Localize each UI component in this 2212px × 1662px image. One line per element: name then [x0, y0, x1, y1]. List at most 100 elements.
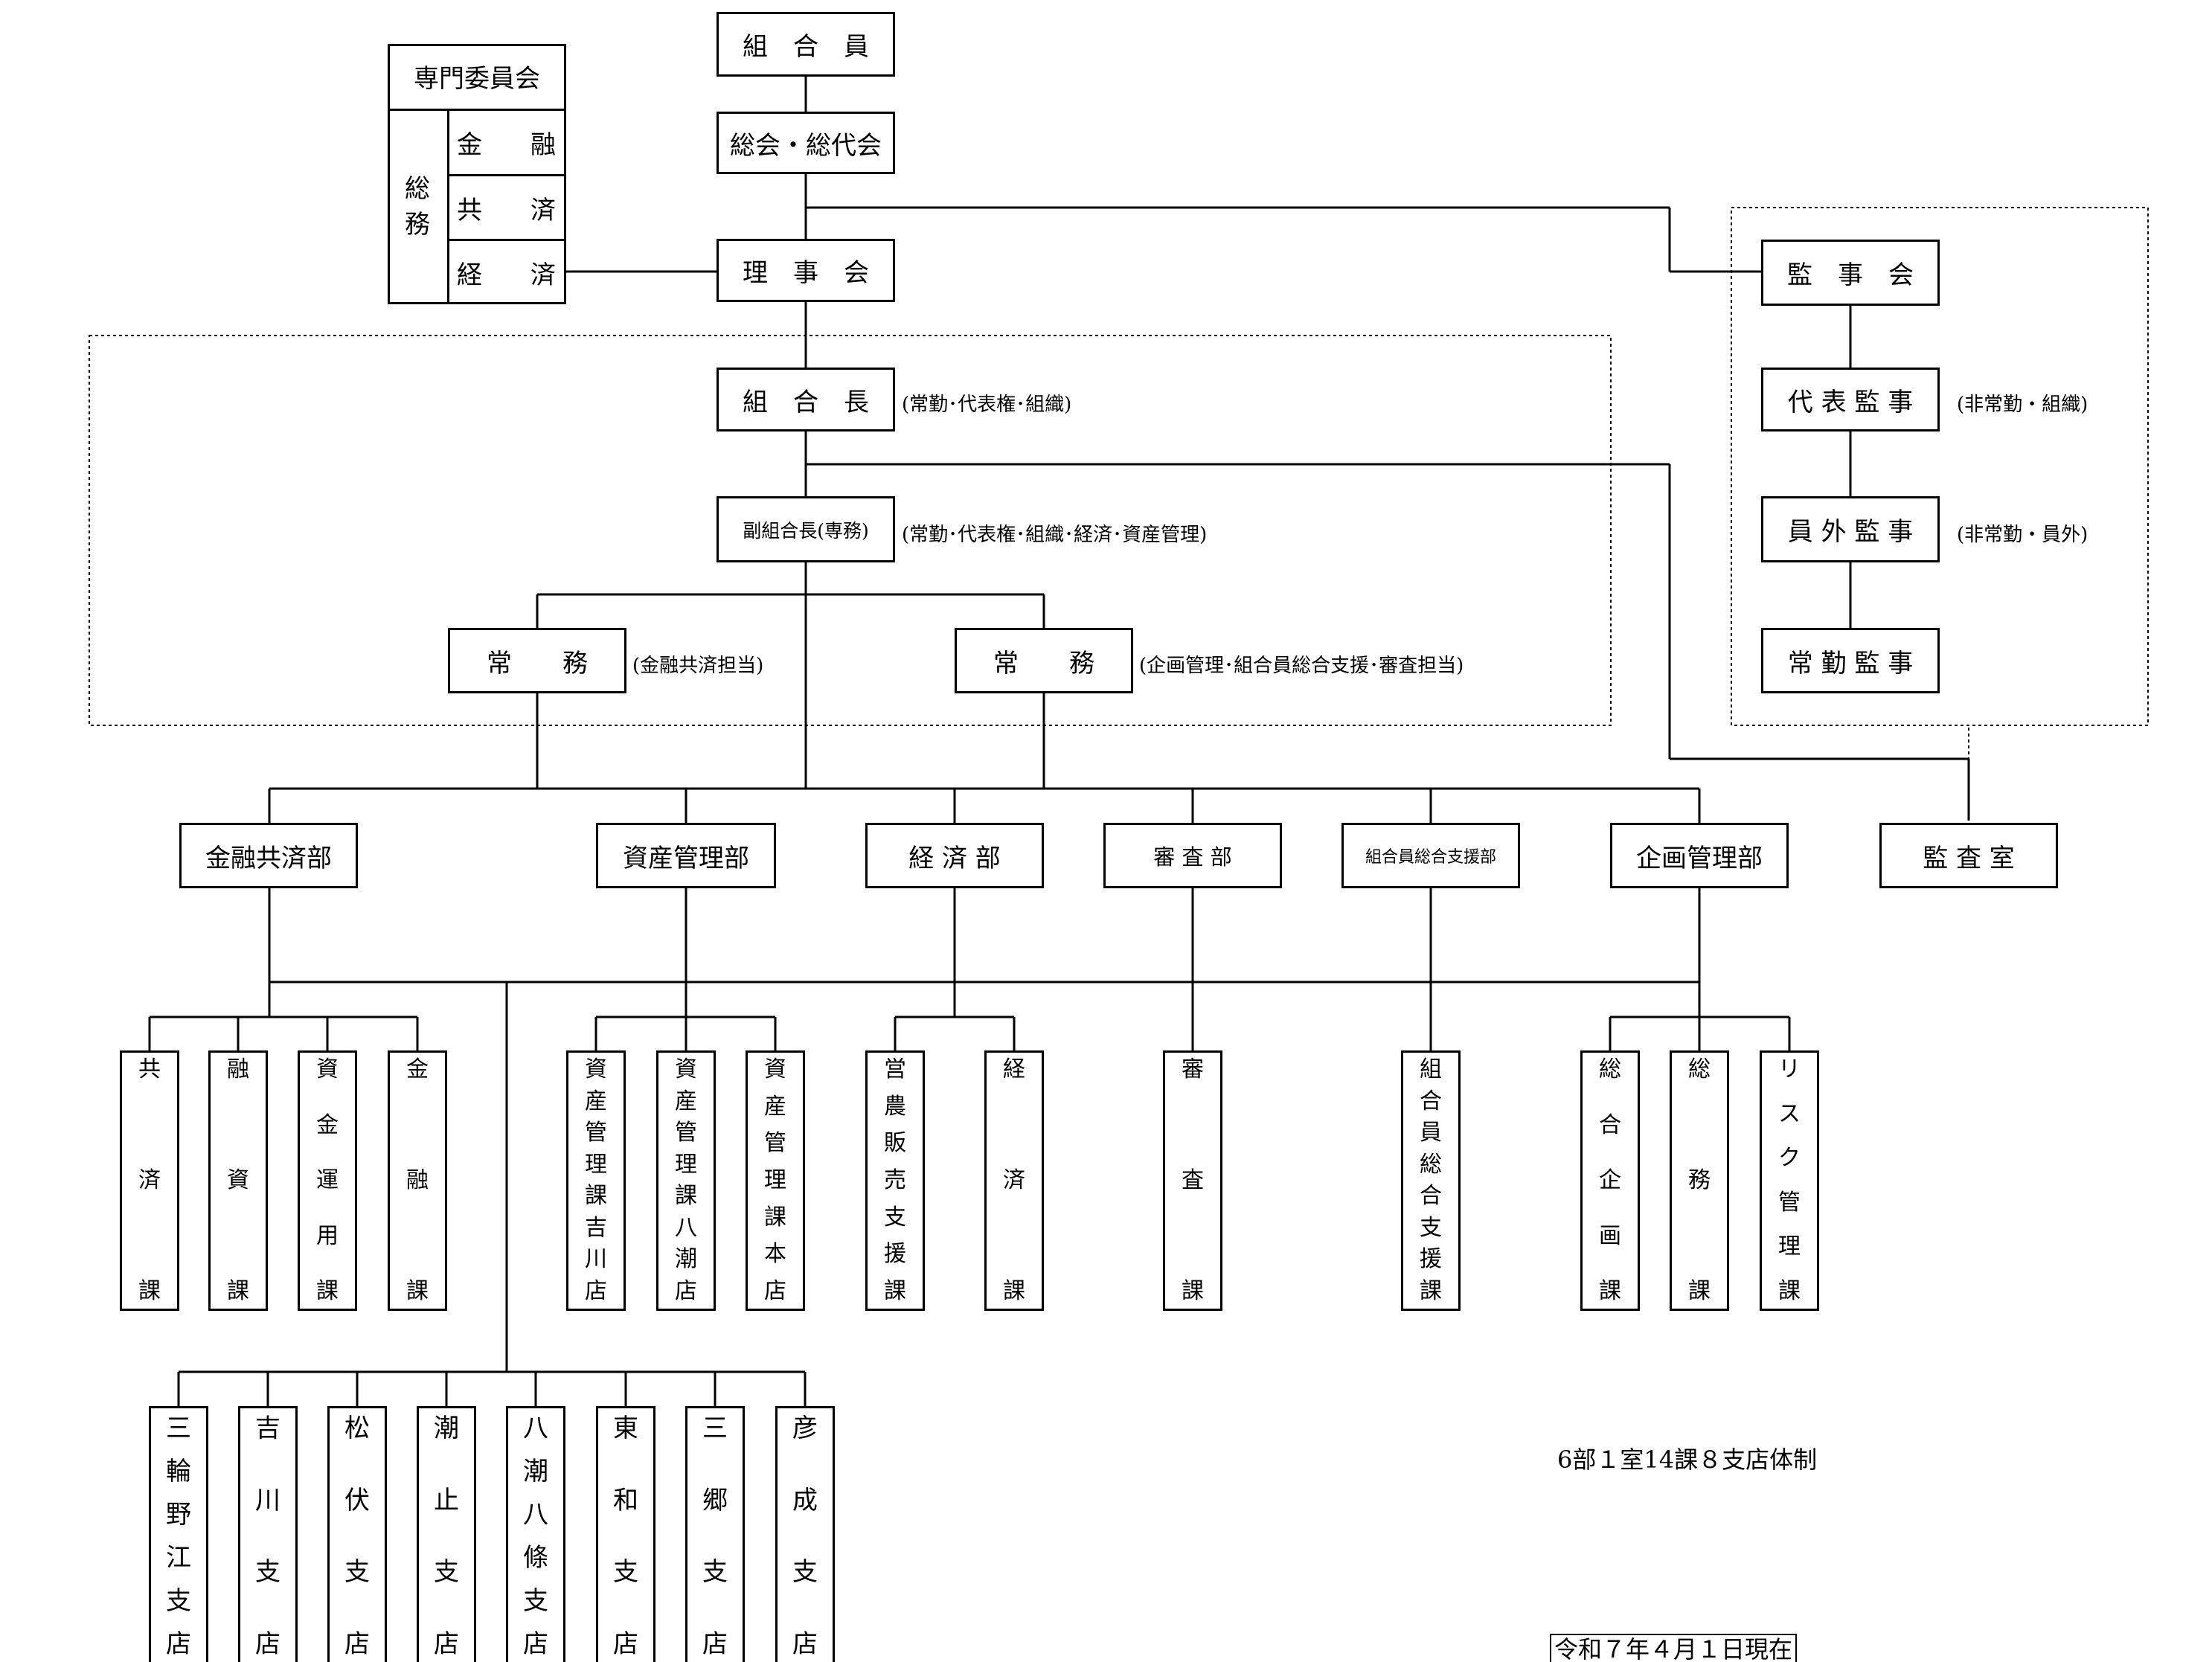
section-char: ス: [1778, 1100, 1801, 1127]
section-box: 融資課: [208, 1050, 268, 1311]
section-char: 管: [585, 1120, 607, 1146]
section-char: 課: [316, 1278, 339, 1304]
rep-auditor-box: 代 表 監 事: [1761, 368, 1940, 431]
dept-review: 審 査 部: [1103, 823, 1282, 888]
section-char: 運: [316, 1167, 339, 1193]
executive-frame: [89, 335, 1612, 726]
branch-box: 松伏支店: [327, 1406, 387, 1662]
committee-divider: [447, 174, 566, 176]
section-char: 援: [884, 1241, 906, 1268]
section-char: 資: [585, 1056, 607, 1082]
branch-char: 三: [166, 1414, 191, 1443]
branch-char: 松: [344, 1414, 370, 1443]
dept-finance-insurance: 金融共済部: [179, 823, 358, 888]
committee-divider: [447, 239, 566, 241]
section-char: 合: [1599, 1111, 1621, 1138]
branch-char: 支: [344, 1557, 370, 1588]
section-char: 課: [1688, 1278, 1711, 1304]
fulltime-auditor-label: 常 勤 監 事: [1787, 648, 1914, 678]
branch-char: 八: [523, 1500, 548, 1530]
branch-box: 三郷支店: [685, 1406, 745, 1662]
branch-char: 店: [702, 1629, 728, 1659]
branch-char: 支: [792, 1557, 818, 1588]
section-char: 金: [406, 1056, 429, 1082]
branch-char: 支: [523, 1586, 548, 1616]
committee-item-char: 済: [530, 260, 556, 290]
branch-char: 店: [613, 1629, 638, 1659]
branch-char: 伏: [344, 1485, 370, 1515]
members-box: 組 合 員: [717, 12, 895, 77]
section-char: 合: [1420, 1183, 1442, 1210]
structure-summary: 6部１室14課８支店体制: [1557, 1446, 1818, 1474]
section-char: 共: [138, 1056, 161, 1082]
branch-char: 成: [792, 1485, 818, 1515]
dept-label: 経 済 部: [908, 843, 1001, 873]
branch-char: 支: [613, 1557, 638, 1588]
branch-box: 三輪野江支店: [149, 1406, 208, 1662]
section-char: 課: [406, 1278, 429, 1304]
section-char: 課: [884, 1277, 906, 1304]
branch-char: 支: [255, 1557, 280, 1588]
section-char: 用: [316, 1222, 339, 1249]
section-char: 管: [1778, 1189, 1801, 1216]
audit-board-label: 監 事 会: [1787, 260, 1914, 290]
section-char: 本: [764, 1241, 786, 1268]
audit-office-box: 監 査 室: [1879, 823, 2058, 888]
section-char: 資: [675, 1056, 697, 1082]
section-char: 店: [585, 1277, 607, 1304]
section-char: 八: [675, 1214, 697, 1241]
section-box: 共済課: [120, 1050, 179, 1311]
general-meeting-box: 総会・総代会: [717, 112, 895, 174]
branch-char: 三: [702, 1414, 728, 1443]
section-char: リ: [1778, 1056, 1801, 1082]
vice-president-label: 副組合長(専務): [743, 519, 869, 542]
section-char: 農: [884, 1093, 906, 1120]
branch-char: 止: [434, 1485, 459, 1515]
audit-frame: [1731, 207, 2149, 726]
vice-president-box: 副組合長(専務): [717, 496, 895, 562]
section-char: 理: [764, 1167, 786, 1193]
branch-char: 店: [166, 1629, 191, 1659]
committee-item-char: 融: [530, 130, 556, 160]
dept-label: 資産管理部: [623, 843, 749, 873]
dept-asset-management: 資産管理部: [596, 823, 776, 888]
branch-box: 東和支店: [596, 1406, 655, 1662]
committee-title-text: 専門委員会: [414, 64, 540, 94]
section-char: 理: [585, 1151, 607, 1178]
board-box: 理 事 会: [717, 239, 895, 302]
committee-group-label: 総 務: [388, 111, 447, 304]
section-box: リスク管理課: [1760, 1050, 1819, 1311]
section-box: 資産管理課八潮店: [656, 1050, 716, 1311]
branch-char: 江: [166, 1543, 191, 1573]
section-char: 資: [764, 1056, 786, 1082]
section-char: 援: [1420, 1246, 1442, 1273]
section-char: 課: [675, 1183, 697, 1210]
section-char: 課: [1003, 1278, 1025, 1304]
branch-char: 店: [434, 1629, 459, 1659]
section-char: 画: [1599, 1222, 1621, 1249]
dept-member-support: 組合員総合支援部: [1341, 823, 1520, 888]
section-char: 経: [1003, 1056, 1025, 1082]
section-char: 店: [675, 1277, 697, 1304]
vice-president-note: (常勤･代表権･組織･経済･資産管理): [902, 524, 1208, 546]
section-char: 企: [1599, 1167, 1621, 1193]
section-char: 務: [1688, 1167, 1711, 1193]
section-box: 資産管理課本店: [746, 1050, 805, 1311]
director-left-label: 常 務: [487, 648, 588, 678]
committee-item-economy: 経済: [449, 241, 566, 304]
outside-auditor-box: 員 外 監 事: [1761, 496, 1940, 562]
section-char: 課: [1420, 1277, 1442, 1304]
section-char: 資: [227, 1167, 249, 1193]
section-char: 資: [316, 1056, 339, 1082]
director-left-box: 常 務: [448, 628, 626, 693]
section-box: 総合企画課: [1580, 1050, 1640, 1311]
section-char: 員: [1420, 1120, 1442, 1146]
section-box: 組合員総合支援課: [1401, 1050, 1461, 1311]
branch-char: 和: [613, 1485, 638, 1515]
branch-char: 店: [523, 1629, 548, 1659]
branch-char: 支: [434, 1557, 459, 1588]
branch-box: 吉川支店: [238, 1406, 298, 1662]
president-label: 組 合 長: [743, 387, 869, 417]
